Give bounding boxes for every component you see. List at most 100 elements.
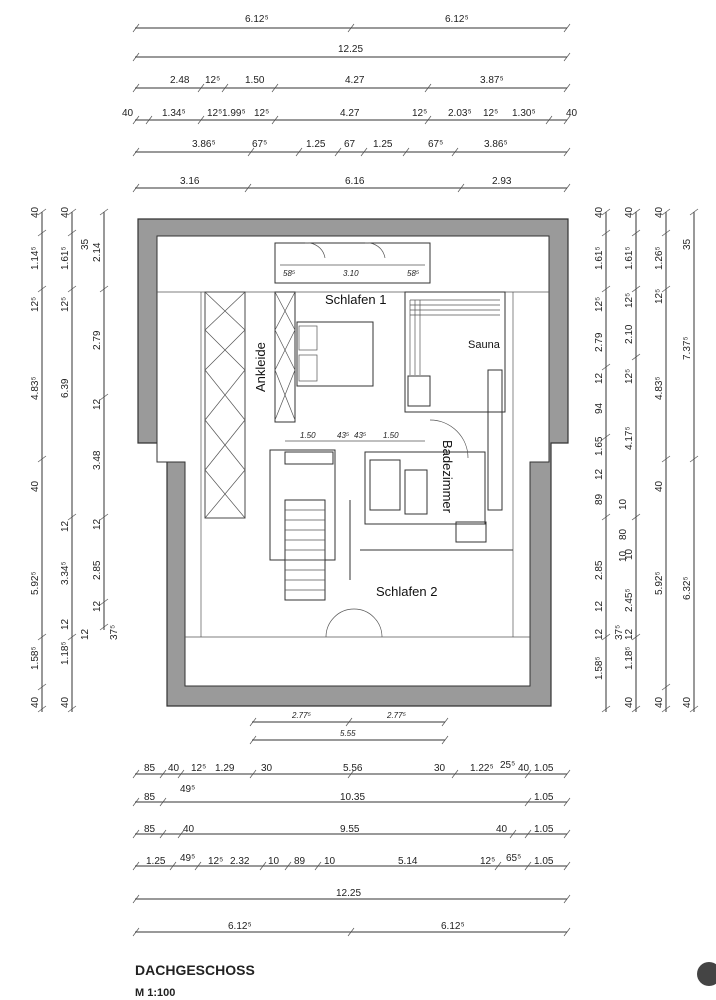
inner-dim-d5: 43⁵ — [337, 431, 350, 440]
bottom-dim-b3-0: 85 — [144, 824, 156, 835]
right-dim-c1-14: 12 — [594, 628, 605, 640]
inner-dim-d6: 43⁵ — [354, 431, 367, 440]
bottom-dim-b1-10: 1.05 — [534, 763, 554, 774]
right-dim-c4-2: 6.32⁵ — [682, 576, 693, 600]
left-dim-c3-4: 3.48 — [92, 450, 103, 470]
room-schlafen-1: Schlafen 1 — [325, 292, 386, 307]
inner-dim-d7: 1.50 — [383, 431, 399, 440]
right-dim-c1-9: 10 — [618, 498, 629, 510]
right-dim-c3-3: 4.83⁵ — [654, 376, 665, 400]
right-dim-c3-6: 40 — [654, 696, 665, 708]
right-dim-c2-6: 10 — [624, 548, 635, 560]
room-labels: Schlafen 1 Schlafen 2 Ankleide Sauna Bad… — [253, 292, 501, 599]
left-dim-c1-2: 12⁵ — [30, 297, 41, 312]
left-dim-c3-7: 12 — [92, 600, 103, 612]
right-dim-c3-5: 5.92⁵ — [654, 571, 665, 595]
right-dim-c2-9: 12 — [624, 628, 635, 640]
left-dim-c2-2: 12⁵ — [60, 297, 71, 312]
bottom-dim-b4-8: 12⁵ — [480, 856, 495, 867]
left-dim-labels: 40 1.14⁵ 12⁵ 4.83⁵ 40 5.92⁵ 1.58⁵ 40 40 … — [30, 206, 120, 708]
bottom-dim-b4-6: 10 — [324, 856, 336, 867]
interior-walls — [204, 242, 513, 638]
inner-dim-d2: 3.10 — [343, 269, 359, 278]
top-dim-r3-3: 4.27 — [345, 75, 365, 86]
bottom-dim-b1-5: 5.56 — [343, 763, 363, 774]
right-dim-c1-3: 2.79 — [594, 332, 605, 352]
top-dim-r5-2: 1.25 — [306, 139, 326, 150]
top-dim-r4-6: 12⁵ — [412, 108, 427, 119]
bottom-dim-b0b-0: 5.55 — [340, 729, 356, 738]
left-dim-c2-7: 1.18⁵ — [60, 641, 71, 665]
left-dim-c3-0: 35 — [80, 238, 91, 250]
top-dim-r3-0: 2.48 — [170, 75, 190, 86]
right-dim-c4-0: 35 — [682, 238, 693, 250]
left-dim-c3-2: 2.79 — [92, 330, 103, 350]
top-dim-r5-1: 67⁵ — [252, 139, 267, 150]
left-dim-c3-1: 2.14 — [92, 242, 103, 262]
top-dim-r1-1: 6.12⁵ — [445, 14, 469, 25]
right-dim-c2-8: 37⁵ — [614, 625, 625, 640]
room-ankleide: Ankleide — [253, 342, 268, 392]
top-dim-r5-4: 1.25 — [373, 139, 393, 150]
top-dim-r4-0: 40 — [122, 108, 134, 119]
room-badezimmer: Badezimmer — [440, 440, 455, 514]
left-dim-c3-8: 12 — [80, 628, 91, 640]
left-dim-c2-0: 40 — [60, 206, 71, 218]
top-dim-r5-5: 67⁵ — [428, 139, 443, 150]
right-dim-labels: 40 1.61⁵ 12⁵ 2.79 12 94 1.65 12 89 10 80… — [594, 206, 693, 708]
left-dim-c2-5: 3.34⁵ — [60, 561, 71, 585]
right-dim-c2-3: 2.10 — [624, 324, 635, 344]
left-dim-c1-7: 40 — [30, 696, 41, 708]
right-dim-c1-7: 12 — [594, 468, 605, 480]
room-sauna: Sauna — [468, 339, 501, 351]
right-dim-c2-0: 40 — [624, 206, 635, 218]
right-dim-c2-1: 1.61⁵ — [624, 246, 635, 270]
bottom-dim-b4-0: 1.25 — [146, 856, 166, 867]
bottom-dim-b3-2: 9.55 — [340, 824, 360, 835]
right-dim-c1-10: 80 — [618, 528, 629, 540]
bottom-dim-b1-9: 40 — [518, 763, 530, 774]
right-dim-c1-12: 2.85 — [594, 560, 605, 580]
top-dim-r4-2: 12⁵ — [207, 108, 222, 119]
top-dim-r2-0: 12.25 — [338, 44, 363, 55]
right-dim-c1-1: 1.61⁵ — [594, 246, 605, 270]
left-dim-c1-0: 40 — [30, 206, 41, 218]
plan-title: DACHGESCHOSS — [135, 962, 255, 978]
top-dim-r3-1: 12⁵ — [205, 75, 220, 86]
bottom-dim-b1-4: 30 — [261, 763, 273, 774]
right-dim-c1-6: 1.65 — [594, 436, 605, 456]
right-dim-c1-13: 12 — [594, 600, 605, 612]
bottom-dim-b4-2: 12⁵ — [208, 856, 223, 867]
right-dim-c3-4: 40 — [654, 480, 665, 492]
bottom-dim-b4-10: 1.05 — [534, 856, 554, 867]
right-dim-c3-1: 1.26⁵ — [654, 246, 665, 270]
bottom-dim-b1-1: 40 — [168, 763, 180, 774]
right-dim-c1-5: 94 — [594, 402, 605, 414]
right-dim-c1-11: 10 — [618, 550, 629, 562]
plan-scale: M 1:100 — [135, 987, 175, 999]
left-dimensions — [37, 208, 109, 713]
bottom-dim-b1-8: 25⁵ — [500, 760, 515, 771]
bottom-dim-b4-3: 2.32 — [230, 856, 250, 867]
top-dim-r4-4: 12⁵ — [254, 108, 269, 119]
right-dim-c1-4: 12 — [594, 372, 605, 384]
bottom-dim-b6-0: 6.12⁵ — [228, 921, 252, 932]
left-dim-c2-4: 12 — [60, 520, 71, 532]
bottom-dim-b2-1: 10.35 — [340, 792, 365, 803]
top-dimensions: 6.12⁵ 6.12⁵ 12.25 2.48 12⁵ 1.50 4.27 3.8… — [122, 14, 578, 193]
bottom-dim-b5-0: 12.25 — [336, 888, 361, 899]
top-dim-r4-9: 1.30⁵ — [512, 108, 536, 119]
top-dim-r3-4: 3.87⁵ — [480, 75, 504, 86]
bottom-dim-b1-3: 1.29 — [215, 763, 235, 774]
left-dim-c3-5: 12 — [92, 518, 103, 530]
right-dim-c1-0: 40 — [594, 206, 605, 218]
inner-dim-d1: 58⁵ — [283, 269, 296, 278]
bottom-dim-b3-3: 40 — [496, 824, 508, 835]
left-dim-c1-5: 5.92⁵ — [30, 571, 41, 595]
inner-dim-d3: 58⁵ — [407, 269, 420, 278]
top-dim-r1-0: 6.12⁵ — [245, 14, 269, 25]
top-dim-r5-0: 3.86⁵ — [192, 139, 216, 150]
left-dim-c2-6: 12 — [60, 618, 71, 630]
left-dim-c1-3: 4.83⁵ — [30, 376, 41, 400]
